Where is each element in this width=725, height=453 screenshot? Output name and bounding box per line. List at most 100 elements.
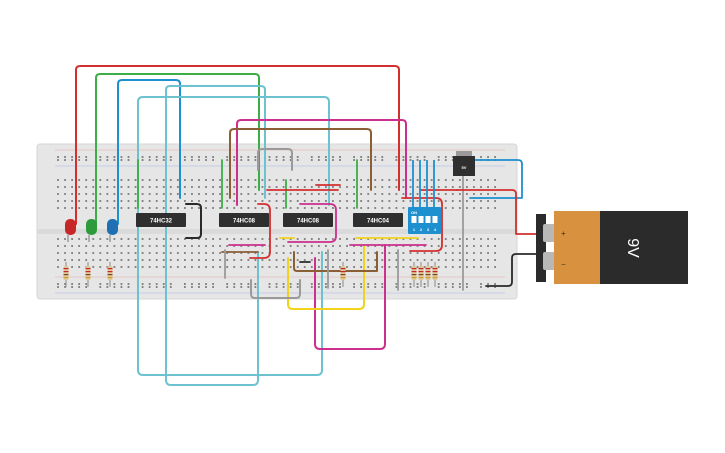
chip-u4[interactable]: 74HC04 [353,213,403,227]
breadboard-hole [416,200,419,202]
breadboard-hole [233,179,236,181]
wire-black-chip1-loop[interactable] [185,203,202,239]
wire-red-jumper-1[interactable] [249,203,271,259]
breadboard-hole [99,266,102,268]
breadboard-hole [466,200,468,202]
breadboard-hole [416,259,419,261]
breadboard-hole [466,266,468,268]
breadboard-hole [353,245,355,247]
breadboard-hole [247,186,250,188]
breadboard-hole [381,283,384,285]
wire-cyan-bottom-loop-2[interactable] [165,251,259,386]
breadboard-hole [120,159,123,161]
led-green[interactable] [86,219,97,242]
breadboard-hole [303,193,306,195]
dip-toggle-3[interactable] [425,216,431,223]
breadboard-hole [169,179,172,181]
led-blue[interactable] [107,219,118,242]
resistor-band [107,271,113,273]
breadboard-hole [134,200,137,202]
breadboard-hole [374,193,377,195]
breadboard-hole [120,252,123,254]
wire-blue-top-loop[interactable] [117,79,181,225]
resistor[interactable] [411,262,417,287]
breadboard-hole [268,156,271,158]
chip-u3[interactable]: 74HC08 [283,213,333,227]
breadboard-hole [247,286,250,288]
battery-minus-sign: − [561,260,566,269]
breadboard-hole [162,156,165,158]
breadboard-hole [367,207,370,209]
wires [75,65,541,386]
dip-toggle-2[interactable] [418,216,424,223]
wire-cyan-bottom-loop-1[interactable] [137,251,323,376]
wire-black-battery[interactable] [485,253,541,287]
breadboard-hole [325,159,327,161]
wire-red-battery[interactable] [456,189,541,235]
breadboard-hole [310,266,313,268]
wire-blue-regulator[interactable] [469,159,523,199]
battery-9v[interactable]: + − 9V [536,211,688,284]
breadboard-hole [381,200,384,202]
breadboard-hole [282,159,285,161]
breadboard-hole [191,286,193,288]
breadboard-hole [226,186,229,188]
wire-cyan-top-loop-1[interactable] [137,96,330,371]
breadboard-hole [212,207,214,209]
breadboard-hole [423,283,426,285]
dip-switch[interactable]: ON 1 2 3 4 [408,160,441,234]
resistor-body [425,266,431,280]
dip-toggle-1[interactable] [411,216,417,223]
breadboard-hole [85,259,88,261]
wire-brown-top-loop[interactable] [229,128,372,199]
breadboard-hole [162,159,165,161]
breadboard-hole [282,193,285,195]
breadboard-hole [127,245,130,247]
wire-cyan-top-loop-2[interactable] [165,85,266,381]
breadboard-hole [310,259,313,261]
breadboard-hole [233,252,236,254]
breadboard-hole [303,266,306,268]
wire-brown-bottom-loop[interactable] [293,251,378,272]
wire-magenta-top-loop[interactable] [236,119,407,206]
breadboard-hole [233,186,236,188]
chip-u2[interactable]: 74HC08 [219,213,269,227]
breadboard-hole [332,252,334,254]
breadboard-hole [184,156,186,158]
breadboard-hole [169,159,172,161]
wire-magenta-bottom-loop[interactable] [314,244,386,350]
breadboard-hole [487,207,489,209]
breadboard-hole [226,286,229,288]
breadboard-hole [162,207,165,209]
led-red[interactable] [65,219,76,242]
breadboard-hole [332,200,334,202]
breadboard-hole [466,259,468,261]
resistor[interactable] [425,262,431,287]
breadboard-hole [325,245,327,247]
breadboard-hole [437,245,440,247]
breadboard-hole [162,186,165,188]
dip-toggle-4[interactable] [432,216,438,223]
resistor[interactable] [418,262,424,287]
wire-gray-top-loop[interactable] [257,148,293,171]
breadboard-hole [289,193,292,195]
wire-green-top-loop[interactable] [95,73,260,225]
breadboard-hole [71,283,73,285]
wire-magenta-jumper-1[interactable] [287,203,337,243]
resistor[interactable] [340,262,346,287]
voltage-regulator[interactable]: 5V [453,151,475,176]
breadboard-hole [106,207,109,209]
breadboard-hole [57,156,59,158]
wire-gray-bottom-loop[interactable] [250,279,301,299]
wire-red-jumper-2[interactable] [401,197,443,252]
breadboard-hole [416,283,419,285]
wire-yellow-bottom-loop[interactable] [287,244,365,310]
chip-u1[interactable]: 74HC32 [136,213,186,227]
wire-red-top-loop[interactable] [75,65,400,225]
resistor[interactable] [432,262,438,287]
breadboard-hole [219,252,222,254]
resistor[interactable] [107,262,113,287]
resistor[interactable] [85,262,91,287]
breadboard-hole [120,286,123,288]
resistor[interactable] [63,262,69,287]
